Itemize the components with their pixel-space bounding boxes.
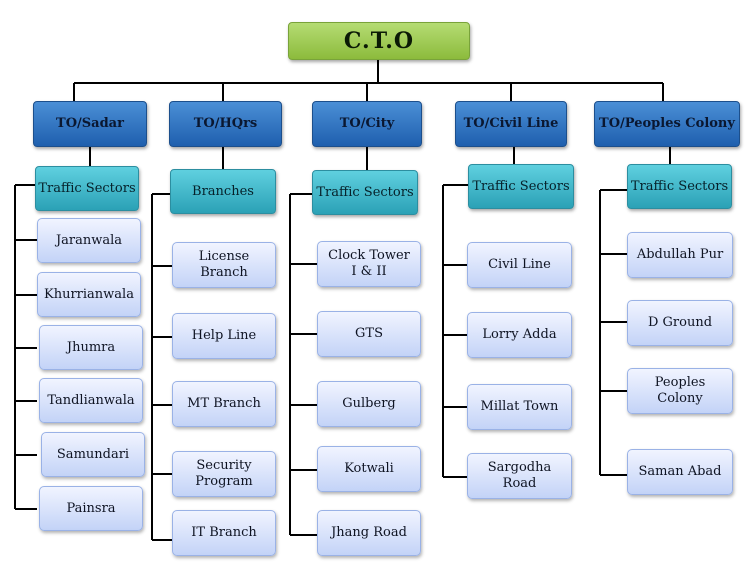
- hqrs-item-mt-branch: MT Branch: [172, 381, 276, 427]
- civil-line-item-millat-town: Millat Town: [467, 384, 572, 430]
- sadar-item-samundari: Samundari: [41, 432, 145, 477]
- city-item-kotwali: Kotwali: [317, 446, 421, 492]
- civil-line-item-lorry-adda: Lorry Adda: [467, 312, 572, 358]
- city-item-clock-tower: Clock Tower I & II: [317, 241, 421, 287]
- city-item-jhang-road: Jhang Road: [317, 510, 421, 556]
- sadar-item-khurrianwala: Khurrianwala: [37, 272, 141, 317]
- cto-box: C.T.O: [288, 22, 470, 60]
- peoples-colony-traffic-sectors-box: Traffic Sectors: [627, 164, 732, 209]
- sadar-traffic-sectors-box: Traffic Sectors: [35, 166, 139, 211]
- civil-line-item-civil-line: Civil Line: [467, 242, 572, 288]
- hqrs-item-license-branch: License Branch: [172, 242, 276, 288]
- hqrs-item-help-line: Help Line: [172, 313, 276, 359]
- to-civil-line-box: TO/Civil Line: [455, 101, 567, 147]
- civil-line-traffic-sectors-box: Traffic Sectors: [468, 164, 574, 209]
- sadar-item-jhumra: Jhumra: [39, 325, 143, 370]
- sadar-item-jaranwala: Jaranwala: [37, 218, 141, 263]
- peoples-colony-item-d-ground: D Ground: [627, 300, 733, 346]
- to-hqrs-box: TO/HQrs: [169, 101, 282, 147]
- civil-line-item-sargodha-road: Sargodha Road: [467, 453, 572, 499]
- to-city-box: TO/City: [312, 101, 422, 147]
- to-sadar-box: TO/Sadar: [33, 101, 147, 147]
- to-peoples-colony-box: TO/Peoples Colony: [594, 101, 740, 147]
- hqrs-item-it-branch: IT Branch: [172, 510, 276, 556]
- city-item-gts: GTS: [317, 311, 421, 357]
- peoples-colony-item-saman-abad: Saman Abad: [627, 449, 733, 495]
- peoples-colony-item-peoples-colony: Peoples Colony: [627, 368, 733, 414]
- hqrs-branches-box: Branches: [170, 169, 276, 214]
- peoples-colony-item-abdullah-pur: Abdullah Pur: [627, 232, 733, 278]
- hqrs-item-security-program: Security Program: [172, 451, 276, 497]
- city-traffic-sectors-box: Traffic Sectors: [312, 170, 418, 215]
- sadar-item-tandlianwala: Tandlianwala: [39, 378, 143, 423]
- sadar-item-painsra: Painsra: [39, 486, 143, 531]
- city-item-gulberg: Gulberg: [317, 381, 421, 427]
